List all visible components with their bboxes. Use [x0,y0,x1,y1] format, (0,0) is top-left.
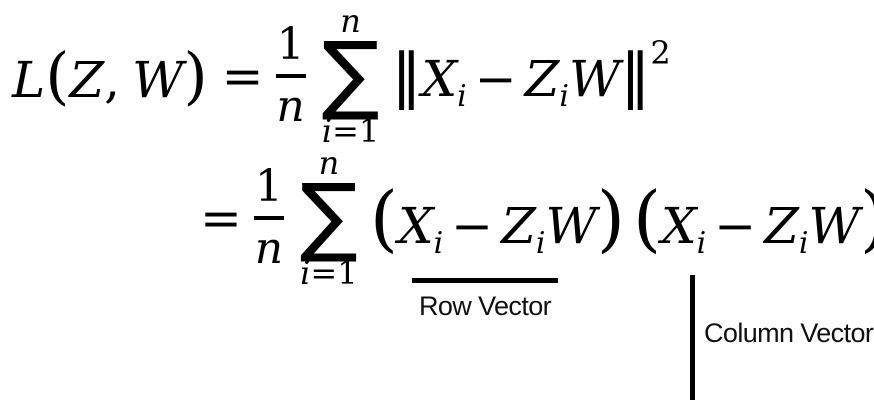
sigma-operator-icon: ∑ [299,165,358,266]
equation-line-1: L(Z,W) = 1 n n ∑ i=1 ‖Xi−ZiW‖2 [12,0,671,152]
equals-sign: = [200,189,242,247]
var-x: X [421,50,458,108]
column-vector-label: Column Vector [704,318,874,348]
lhs-comma: , [104,51,121,109]
equals-sign: = [221,47,264,105]
equation-line-2: = 1 n n ∑ i=1 (Xi−ZiW) (Xi−ZiW)T [200,142,874,294]
fraction-denominator: n [254,223,284,274]
fraction-denominator: n [276,81,305,132]
function-name: L [12,51,46,109]
summation: n ∑ i=1 [300,147,358,290]
row-vector-annotation: Row Vector [412,278,558,320]
var-w: W [569,50,621,108]
open-paren: ( [369,176,398,260]
row-vector-label: Row Vector [418,291,552,321]
norm-open-bars: ‖ [391,41,422,111]
x-subscript-i: i [433,226,444,261]
squared-exponent: 2 [650,34,671,72]
row-vector-underline [412,278,558,283]
lhs-close-paren: ) [183,39,208,112]
sum-index-var: i [321,112,333,151]
z-subscript-i: i [535,226,546,261]
close-paren: ) [860,176,874,260]
sum-upper-limit: n [318,143,340,182]
column-vector-factor: (Xi−ZiW)T [633,182,874,259]
z-subscript-i: i [559,79,570,114]
sum-index-var: i [300,254,311,293]
loss-function-lhs: L(Z,W) [12,45,208,107]
x-subscript-i: i [457,79,467,114]
var-z: Z [501,197,536,255]
norm-close-bars: ‖ [620,41,651,111]
minus-sign: − [474,50,517,108]
x-subscript-i: i [696,226,707,261]
row-vector-factor: (Xi−ZiW) [370,182,625,259]
minus-sign: − [451,197,494,255]
column-vector-line [690,275,695,400]
fraction-numerator: 1 [276,19,305,70]
arg-w: W [132,51,184,109]
lhs-open-paren: ( [45,39,70,112]
var-w: W [545,197,597,255]
summation: n ∑ i=1 [322,5,380,148]
arg-z: Z [69,51,105,109]
sigma-operator-icon: ∑ [321,23,380,124]
var-z: Z [764,197,799,255]
sum-index-value: =1 [332,112,380,151]
sum-index-value: =1 [310,254,358,293]
var-w: W [808,197,860,255]
minus-sign: − [714,197,757,255]
fraction: 1 n [253,161,284,274]
norm-term: ‖Xi−ZiW‖2 [392,37,671,112]
var-x: X [661,197,697,255]
close-paren: ) [596,176,625,260]
fraction-numerator: 1 [254,161,283,212]
fraction-bar [253,216,284,220]
z-subscript-i: i [798,226,809,261]
var-x: X [397,197,434,255]
open-paren: ( [632,176,662,260]
fraction-bar [275,74,306,78]
fraction: 1 n [275,19,306,132]
sum-upper-limit: n [340,1,361,40]
sum-lower-limit: i=1 [322,115,379,147]
sum-lower-limit: i=1 [300,257,357,289]
var-z: Z [524,50,560,108]
